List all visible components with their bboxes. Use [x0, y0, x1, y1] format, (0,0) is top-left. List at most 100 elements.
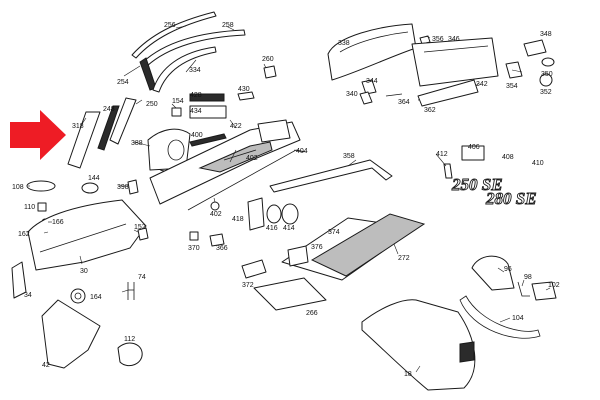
label-364: 364 [398, 99, 410, 106]
floor-panel-30 [27, 199, 147, 271]
trim-358 [269, 159, 393, 193]
grommet-144 [81, 182, 99, 194]
bracket-366 [209, 233, 225, 247]
label-334: 334 [189, 67, 201, 74]
label-344: 344 [366, 78, 378, 85]
label-416: 416 [266, 225, 278, 232]
lid-346 [411, 37, 499, 87]
ring-350 [541, 57, 555, 67]
ring-352 [539, 73, 553, 87]
emblem-280se: 280 SE [485, 189, 537, 208]
instrument-cluster [257, 119, 291, 143]
glovebox-338-rim [339, 31, 409, 53]
trim-424 [223, 149, 257, 161]
label-166: 166 [52, 219, 64, 226]
label-428: 428 [190, 92, 202, 99]
ring-414 [281, 203, 299, 225]
vent-418 [247, 197, 265, 231]
part-110 [37, 202, 47, 212]
label-400: 400 [191, 132, 203, 139]
side-panel-34 [11, 261, 27, 299]
label-260: 260 [262, 56, 274, 63]
grille-428 [189, 93, 225, 102]
part-number-labels: 256 258 254 334 260 248 250 154 428 430 … [12, 22, 560, 378]
lock-354 [505, 61, 523, 79]
label-356: 356 [432, 36, 444, 43]
label-358: 358 [343, 153, 355, 160]
label-398: 398 [117, 184, 129, 191]
pillar-trim-248 [97, 105, 120, 151]
part-430 [237, 91, 255, 101]
label-370: 370 [188, 245, 200, 252]
dashboard-pad [198, 141, 273, 173]
bracket-398 [127, 179, 139, 195]
cap-108 [26, 180, 56, 192]
part-372 [241, 259, 267, 279]
label-418: 418 [232, 216, 244, 223]
floor-panel-30-rib [39, 223, 127, 253]
trim-strip-334 [152, 46, 217, 93]
label-258: 258 [222, 22, 234, 29]
label-402: 402 [210, 211, 222, 218]
label-372: 372 [242, 282, 254, 289]
bracket-98 [517, 281, 530, 297]
label-406: 406 [468, 144, 480, 151]
trim-404 [187, 149, 307, 211]
label-430: 430 [238, 86, 250, 93]
label-144: 144 [88, 175, 100, 182]
label-152: 152 [134, 224, 146, 231]
trim-342 [417, 79, 479, 107]
clip-260 [263, 65, 277, 79]
emblem-250se: 250 SE [451, 175, 503, 194]
label-412: 412 [436, 151, 448, 158]
label-248: 248 [103, 106, 115, 113]
label-366: 366 [216, 245, 228, 252]
clip-102 [531, 281, 557, 301]
label-98: 98 [524, 274, 532, 281]
label-154: 154 [172, 98, 184, 105]
label-340: 340 [346, 91, 358, 98]
label-404: 404 [296, 148, 308, 155]
label-422: 422 [230, 123, 242, 130]
label-338: 338 [338, 40, 350, 47]
pillar-trim-250 [109, 97, 137, 145]
label-342: 342 [476, 81, 488, 88]
tunnel-cover-18-slot [459, 341, 475, 363]
label-350: 350 [541, 71, 553, 78]
panel-434 [189, 105, 227, 119]
label-352: 352 [540, 89, 552, 96]
grommet-164-inner [74, 292, 82, 300]
pillar-trim-318 [67, 111, 101, 169]
label-414: 414 [283, 225, 295, 232]
part-412 [443, 163, 453, 179]
label-164: 164 [90, 294, 102, 301]
label-388: 388 [131, 140, 143, 147]
label-34: 34 [24, 292, 32, 299]
part-376 [287, 245, 309, 267]
lid-346-line [423, 45, 489, 53]
label-110: 110 [24, 204, 35, 211]
label-112: 112 [124, 336, 135, 343]
label-250: 250 [146, 101, 158, 108]
part-356 [419, 35, 431, 45]
tunnel-cover-18 [361, 299, 476, 391]
label-162: 162 [18, 231, 30, 238]
label-42: 42 [42, 362, 50, 369]
label-104: 104 [512, 315, 524, 322]
clip-370 [189, 231, 199, 241]
label-348: 348 [540, 31, 552, 38]
lock-348 [523, 39, 547, 57]
label-256: 256 [164, 22, 176, 29]
trim-strip-254 [139, 57, 157, 91]
label-18: 18 [404, 371, 412, 378]
clip-152 [137, 227, 149, 241]
label-108: 108 [12, 184, 24, 191]
trim-400 [189, 133, 227, 147]
latch-340 [359, 91, 373, 105]
pedal-74 [127, 282, 135, 300]
red-callout-arrow [10, 110, 66, 160]
label-362: 362 [424, 107, 436, 114]
label-74: 74 [138, 274, 146, 281]
label-376: 376 [311, 244, 323, 251]
